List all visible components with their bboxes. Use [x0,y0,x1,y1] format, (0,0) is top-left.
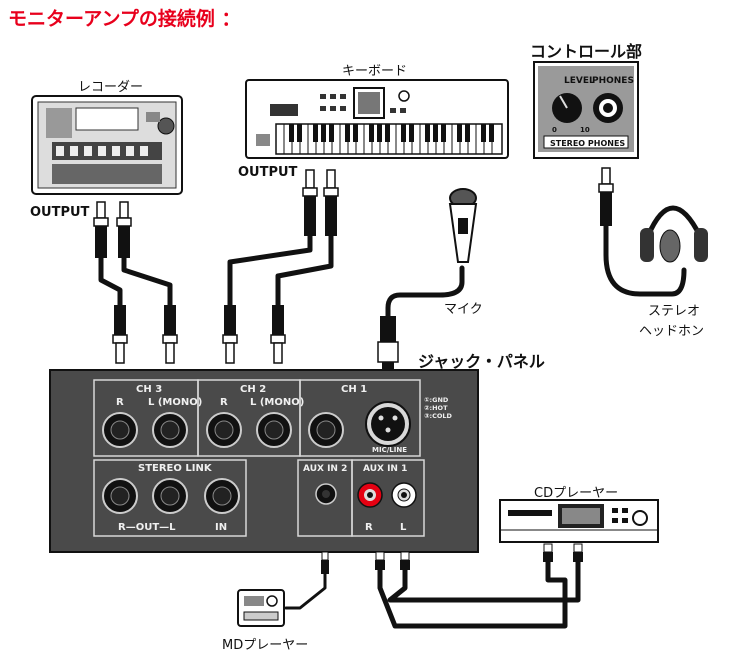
keyboard-output-label: OUTPUT [238,165,298,180]
headphones-label-line2: ヘッドホン [639,324,705,339]
ch1-pin-2: ②:HOT [424,404,448,412]
ch3-l-label: L (MONO) [148,397,202,408]
xlr-plug [377,316,399,372]
cd-plugs [543,543,583,562]
cd-cable-l [387,557,581,603]
aux1-title: AUX IN 1 [363,464,407,474]
ch1-xlr-jack[interactable] [365,401,411,447]
ch1-phone-jack[interactable] [308,412,344,448]
stereo-link-in-label: IN [215,522,227,533]
ch3-l-jack[interactable] [152,412,188,448]
stereo-link-out-r-jack[interactable] [102,478,138,514]
aux-plugs [321,551,410,574]
mic-cable [385,265,465,321]
ch2-title: CH 2 [240,384,266,395]
cd-player [499,499,659,543]
ch3-title: CH 3 [136,384,162,395]
ch1-title: CH 1 [341,384,367,395]
jack-panel-label: ジャック・パネル [418,352,545,371]
page-title: モニターアンプの接続例 ： [8,8,241,30]
headphones-icon [640,205,708,263]
aux1-r-label: R [365,522,373,533]
md-player [237,589,285,627]
stereo-link-out-l-jack[interactable] [152,478,188,514]
level-scale-max: 10 [580,126,590,134]
recorder-cable-r [98,255,123,308]
microphone-icon [448,188,478,263]
headphones-label-line1: ステレオ [648,304,701,319]
control-section-label: コントロール部 [530,42,643,61]
ch2-l-label: L (MONO) [250,397,304,408]
aux1-l-label: L [400,522,407,533]
cd-player-label: CDプレーヤー [534,486,619,501]
ch2-r-jack[interactable] [206,412,242,448]
ch3-r-label: R [116,397,124,408]
panel-input-plugs [112,305,286,364]
stereo-link-title: STEREO LINK [138,463,213,474]
aux2-mini-jack[interactable] [315,483,337,505]
stereo-link-in-jack[interactable] [204,478,240,514]
recorder-output-plugs [93,201,132,258]
control-panel: LEVEL PHONES 0 10 STEREO PHONES [533,61,639,159]
keyboard-cable-l [275,233,334,308]
stereo-link-out-label: R—OUT—L [118,522,176,533]
ch1-pin-1: ①:GND [424,396,449,404]
aux2-title: AUX IN 2 [303,464,347,474]
keyboard-label: キーボード [342,64,408,79]
recorder [31,95,183,195]
mic-label: マイク [444,302,483,317]
md-cable [284,570,327,610]
cables [98,222,687,629]
md-player-label: MDプレーヤー [222,638,309,653]
aux1-l-jack[interactable] [391,482,417,508]
keyboard [245,79,509,159]
ch1-pin-3: ③:COLD [424,412,453,420]
recorder-cable-l [121,255,173,308]
control-level-text: LEVEL [564,76,595,86]
recorder-label: レコーダー [78,80,144,95]
cd-cable-r [377,557,568,629]
control-footer-text: STEREO PHONES [550,139,625,148]
ch2-l-jack[interactable] [256,412,292,448]
keyboard-output-plugs [302,169,339,236]
aux1-r-jack[interactable] [357,482,383,508]
ch1-mic-line-label: MIC/LINE [372,446,407,454]
ch2-r-label: R [220,397,228,408]
control-phones-text: PHONES [592,76,634,86]
ch3-r-jack[interactable] [102,412,138,448]
headphone-plug [598,167,614,226]
jack-panel: CH 3 CH 2 CH 1 R L (MONO) R L (MONO) MIC… [49,369,479,553]
keyboard-cable-r [227,233,313,308]
level-scale-min: 0 [552,126,557,134]
headphones-cable [603,222,687,297]
recorder-output-label: OUTPUT [30,205,90,220]
